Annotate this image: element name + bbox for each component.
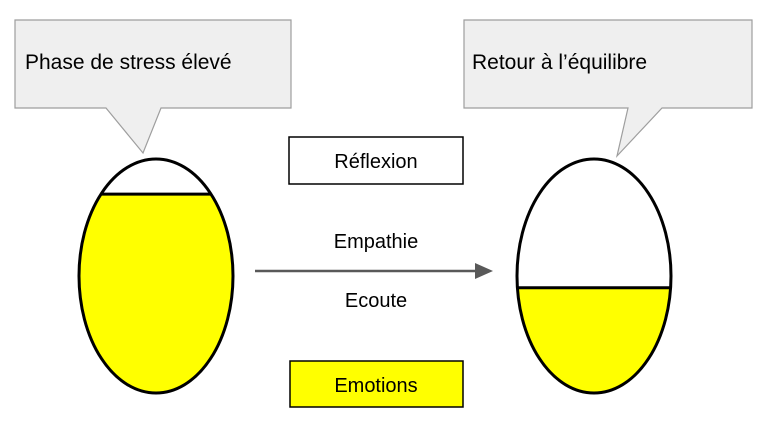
callout-left-bubble (14, 19, 292, 155)
callout-left-text: Phase de stress élevé (25, 51, 232, 74)
egg-right-emotion-fill (517, 287, 671, 393)
reflexion-box-frame (288, 136, 464, 185)
egg-stress-high (77, 157, 235, 395)
reflexion-label: Réflexion (334, 151, 417, 173)
reflexion-box: Réflexion (288, 136, 464, 185)
arrow-head-icon (475, 263, 493, 279)
egg-left-emotion-fill (79, 194, 233, 393)
callout-right-text: Retour à l’équilibre (472, 51, 647, 74)
callout-balance-return: Retour à l’équilibre (463, 19, 753, 159)
egg-right-outline (515, 157, 673, 395)
empathie-label: Empathie (334, 231, 419, 253)
egg-left-outline (77, 157, 235, 395)
emotions-box: Emotions (289, 360, 464, 408)
egg-balanced (515, 157, 673, 395)
ecoute-label: Ecoute (345, 290, 407, 312)
transition-arrow (255, 263, 493, 279)
callout-right-bubble (463, 19, 753, 159)
emotions-label: Emotions (334, 375, 417, 397)
emotions-box-frame (289, 360, 464, 408)
callout-stress-phase: Phase de stress élevé (14, 19, 292, 155)
